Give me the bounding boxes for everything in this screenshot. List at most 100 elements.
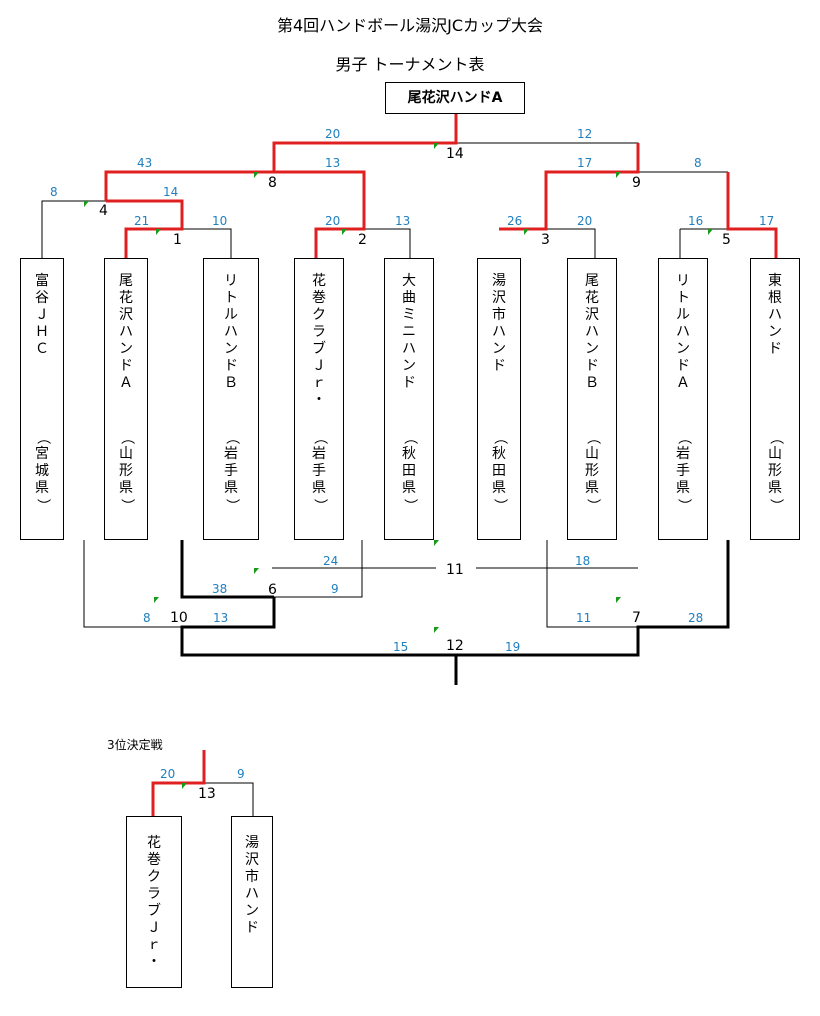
- match-number: 1: [173, 232, 182, 248]
- third-place-team-box: 湯沢市ハンド: [231, 816, 273, 988]
- marker-icon: [524, 229, 529, 235]
- team-prefecture: （山形県）: [118, 430, 135, 513]
- team-prefecture: （秋田県）: [491, 430, 508, 513]
- marker-icon: [616, 172, 621, 178]
- bracket-line-bold: [456, 540, 730, 657]
- bracket-line: [41, 200, 106, 258]
- score-label: 20: [325, 214, 341, 228]
- score-label: 13: [213, 611, 229, 625]
- bracket-line: [546, 540, 638, 628]
- score-label: 16: [688, 214, 704, 228]
- team-prefecture: （岩手県）: [675, 430, 692, 513]
- match-number: 14: [446, 146, 464, 162]
- score-label: 14: [163, 185, 179, 199]
- match-number: 3: [541, 232, 550, 248]
- win-line: [726, 172, 778, 258]
- marker-icon: [254, 568, 259, 574]
- win-line: [274, 170, 366, 258]
- win-line: [499, 143, 640, 231]
- team-box: 湯沢市ハンド （秋田県）: [477, 258, 521, 540]
- match-number: 5: [722, 232, 731, 248]
- match-number: 10: [170, 610, 188, 626]
- team-prefecture: （山形県）: [767, 430, 784, 513]
- team-prefecture: （秋田県）: [401, 430, 418, 513]
- score-label: 17: [577, 156, 593, 170]
- win-line: [104, 114, 458, 201]
- champion-box: 尾花沢ハンドA: [385, 82, 525, 114]
- score-label: 11: [576, 611, 592, 625]
- score-label: 9: [237, 767, 245, 781]
- team-prefecture: （宮城県）: [34, 430, 51, 513]
- win-line: [106, 199, 184, 258]
- team-name: 大曲ミニハンド: [402, 273, 416, 391]
- team-name: 東根ハンド: [768, 273, 782, 357]
- page-subtitle: 男子 トーナメント表: [335, 55, 485, 74]
- marker-icon: [156, 229, 161, 235]
- team-prefecture: （山形県）: [584, 430, 601, 513]
- score-label: 26: [507, 214, 523, 228]
- bracket-line: [362, 228, 411, 258]
- score-label: 21: [134, 214, 150, 228]
- score-label: 8: [143, 611, 151, 625]
- score-label: 13: [395, 214, 411, 228]
- score-label: 38: [212, 582, 228, 596]
- score-label: 19: [505, 640, 521, 654]
- page-title: 第4回ハンドボール湯沢JCカップ大会: [276, 16, 544, 35]
- marker-icon: [342, 229, 347, 235]
- score-label: 24: [323, 554, 339, 568]
- match-number: 4: [99, 203, 108, 219]
- marker-icon: [154, 597, 159, 603]
- score-label: 8: [694, 156, 702, 170]
- marker-icon: [434, 143, 439, 149]
- score-label: 18: [575, 554, 591, 568]
- score-label: 8: [50, 185, 58, 199]
- bracket-line: [183, 228, 232, 258]
- match-number: 11: [446, 562, 464, 578]
- bracket-line: [456, 142, 639, 172]
- marker-icon: [434, 627, 439, 633]
- match-number: 12: [446, 638, 464, 654]
- match-number: 7: [632, 610, 641, 626]
- marker-icon: [254, 172, 259, 178]
- third-place-label: 3位決定戦: [107, 738, 163, 752]
- team-prefecture: （岩手県）: [311, 430, 328, 513]
- win-line: [151, 750, 206, 816]
- score-label: 17: [759, 214, 775, 228]
- score-label: 28: [688, 611, 704, 625]
- marker-icon: [182, 783, 187, 789]
- score-label: 13: [325, 156, 341, 170]
- marker-icon: [708, 229, 713, 235]
- score-label: 9: [331, 582, 339, 596]
- match-number: 9: [632, 175, 641, 191]
- score-label: 43: [137, 156, 153, 170]
- bracket-line-bold: [180, 540, 274, 599]
- score-label: 15: [393, 640, 409, 654]
- team-name: 湯沢市ハンド: [492, 273, 506, 374]
- marker-icon: [84, 201, 89, 207]
- score-label: 20: [160, 767, 176, 781]
- bracket-line-bold: [180, 597, 456, 657]
- score-label: 10: [212, 214, 228, 228]
- marker-icon: [616, 597, 621, 603]
- match-number: 13: [198, 786, 216, 802]
- score-label: 12: [577, 127, 593, 141]
- bracket-line: [204, 782, 254, 816]
- team-box: 東根ハンド （山形県）: [750, 258, 800, 540]
- score-label: 20: [325, 127, 341, 141]
- score-label: 20: [577, 214, 593, 228]
- match-number: 6: [268, 582, 277, 598]
- team-prefecture: （岩手県）: [223, 430, 240, 513]
